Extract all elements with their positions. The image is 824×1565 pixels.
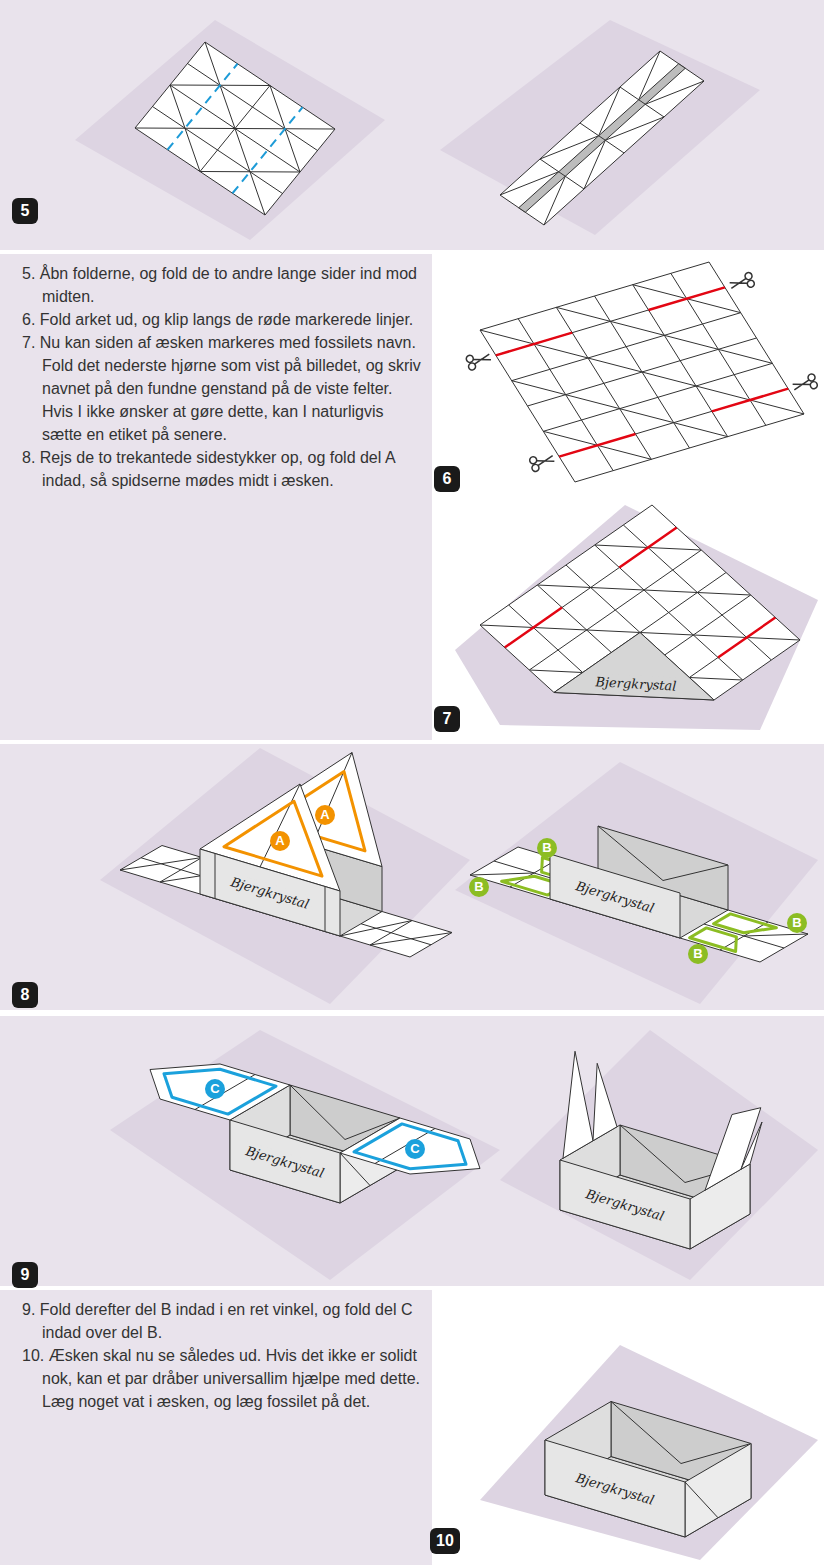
part-marker: A	[315, 805, 335, 825]
paper-patch	[100, 748, 470, 1004]
cut-sheet	[496, 287, 788, 456]
cut-sheet	[480, 262, 804, 482]
part-letter: A	[275, 833, 284, 848]
box-wall	[690, 1097, 762, 1249]
folded-corner-sheet	[554, 633, 714, 761]
flap	[195, 1075, 435, 1164]
flap	[340, 1118, 510, 1186]
part-marker: A	[270, 831, 290, 851]
part-marker: B	[787, 913, 807, 933]
folded-corner-sheet	[480, 505, 800, 760]
folded-strip	[500, 51, 704, 225]
paper-patch	[480, 1345, 818, 1560]
part-letter: B	[693, 946, 702, 961]
flap	[120, 1052, 510, 1186]
paper-patch	[75, 20, 818, 1560]
flap	[140, 1060, 276, 1114]
box-base	[714, 914, 777, 938]
box-wall	[593, 1052, 617, 1141]
folded-corner-sheet	[480, 505, 800, 760]
step-number: 5	[12, 198, 38, 224]
part-letter: C	[210, 1081, 219, 1096]
box-name-label: Bjergkrystal	[571, 1468, 659, 1509]
part-marker: C	[405, 1139, 425, 1159]
flap	[354, 1124, 490, 1178]
box-wall	[685, 1444, 751, 1538]
part-letter: C	[410, 1141, 419, 1156]
folded-strip	[500, 51, 704, 225]
box-name-label: Bjergkrystal	[581, 1184, 669, 1225]
box-name-label: Bjergkrystal	[241, 1141, 329, 1182]
paper-patch	[75, 20, 385, 240]
side-triangle	[200, 754, 340, 936]
creased-sheet	[135, 42, 335, 215]
folded-strip	[500, 51, 704, 225]
flap	[120, 1052, 290, 1120]
instruction-text: 9. Fold derefter del B indad i en ret vi…	[22, 1298, 427, 1344]
part-letter: B	[474, 879, 483, 894]
box-wall	[550, 854, 680, 938]
part-marker: B	[469, 877, 489, 897]
box-name-label: Bjergkrystal	[592, 673, 680, 695]
step-number-text: 9	[21, 1266, 30, 1283]
box-wall	[550, 854, 680, 938]
step-number-text: 5	[21, 202, 30, 219]
part-letter: B	[792, 915, 801, 930]
paper-patch	[455, 762, 818, 1004]
box-wall	[560, 1160, 690, 1249]
side-triangle	[215, 854, 325, 932]
paper-patch	[440, 20, 760, 235]
creased-sheet	[135, 42, 335, 215]
instruction-text: 6. Fold arket ud, og klip langs de røde …	[22, 308, 427, 331]
box-wall	[563, 1041, 593, 1159]
scissors-symbol	[529, 451, 556, 472]
scissors-symbol	[465, 350, 492, 371]
fold-line	[168, 64, 303, 194]
box-name-label: Bjergkrystal	[226, 872, 314, 913]
scissors-symbol	[728, 272, 755, 293]
instruction-text: 5. Åbn folderne, og fold de to andre lan…	[22, 262, 427, 308]
part-marker: B	[537, 838, 557, 858]
step-number: 7	[434, 706, 460, 732]
box-wall	[545, 1440, 685, 1537]
instruction-text: 10. Æsken skal nu se således ud. Hvis de…	[22, 1344, 427, 1413]
part-letter: A	[320, 807, 329, 822]
box-wall	[685, 1463, 718, 1537]
box-wall	[560, 1160, 690, 1249]
step-number-text: 6	[443, 470, 452, 487]
folded-corner-sheet	[480, 505, 800, 760]
step-number-text: 8	[21, 986, 30, 1003]
step-number: 10	[430, 1528, 460, 1554]
box-wall	[545, 1440, 685, 1537]
box-wall	[230, 1120, 340, 1203]
paper-patch	[500, 1030, 818, 1280]
step-number: 9	[12, 1262, 38, 1288]
step-number: 6	[434, 466, 460, 492]
flap	[140, 1060, 490, 1179]
box-wall	[230, 1120, 340, 1203]
part-letter: B	[542, 840, 551, 855]
instruction-text: 8. Rejs de to trekantede sidestykker op,…	[22, 446, 427, 492]
creased-sheet	[135, 42, 335, 215]
box-wall	[741, 1122, 762, 1169]
cut-sheet	[480, 262, 804, 482]
part-marker: B	[688, 944, 708, 964]
instruction-text: 7. Nu kan siden af æsken markeres med fo…	[22, 331, 427, 446]
cut-sheet	[480, 262, 804, 482]
step-number-text: 7	[443, 710, 452, 727]
part-marker: C	[205, 1079, 225, 1099]
step-number-text: 10	[436, 1532, 454, 1549]
side-triangle	[200, 849, 340, 936]
folded-corner-sheet	[480, 505, 800, 760]
step-number: 8	[12, 982, 38, 1008]
box-name-label: Bjergkrystal	[571, 876, 659, 917]
scissors-symbol	[791, 373, 818, 394]
box-wall	[685, 1444, 751, 1538]
